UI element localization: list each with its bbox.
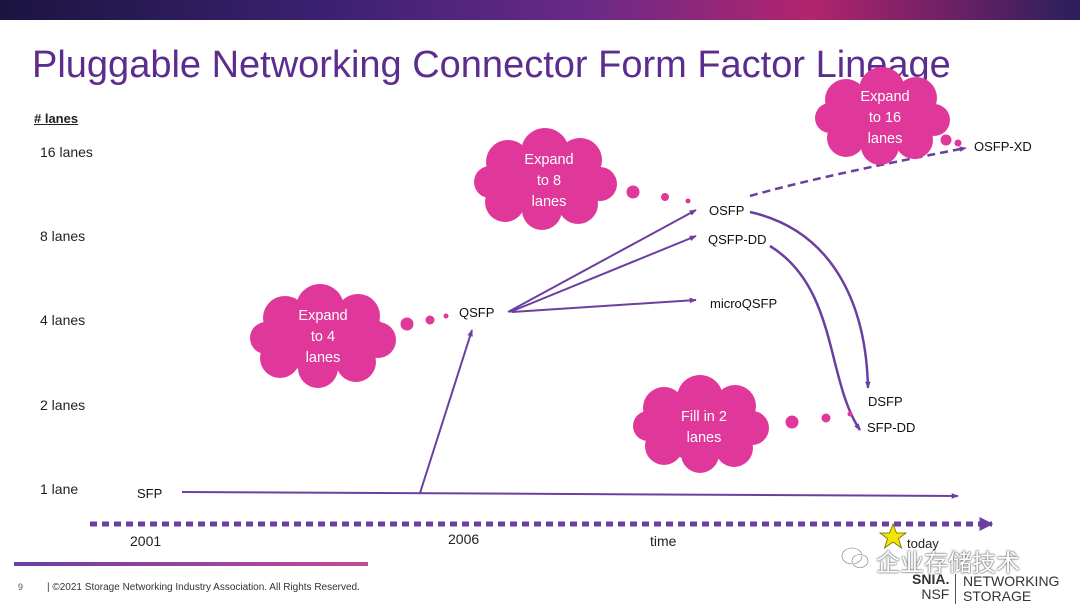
arrow-qsfp-to-microqsfp bbox=[511, 297, 697, 313]
page-number: 9 bbox=[18, 582, 24, 592]
wechat-icon bbox=[841, 547, 869, 569]
slide-title: Pluggable Networking Connector Form Fact… bbox=[32, 44, 951, 86]
lane-label-2: 2 lanes bbox=[40, 397, 86, 413]
arrow-sfp-to-qsfp bbox=[419, 329, 473, 494]
cloud-expand-to-4 bbox=[250, 284, 449, 388]
year-2006: 2006 bbox=[448, 531, 480, 547]
today-star-icon bbox=[878, 522, 908, 550]
header-banner bbox=[0, 0, 1080, 20]
lanes-axis-heading: # lanes bbox=[34, 111, 79, 126]
label-osfp: OSFP bbox=[709, 203, 745, 218]
label-qsfp-dd: QSFP-DD bbox=[708, 232, 767, 247]
label-sfp-dd: SFP-DD bbox=[867, 420, 916, 435]
arrow-qsfp-to-osfp bbox=[507, 209, 697, 313]
cloud-expand-to-8 bbox=[474, 128, 691, 230]
lane-label-4: 4 lanes bbox=[40, 312, 86, 328]
networking-storage-logo: NETWORKING STORAGE bbox=[963, 573, 1060, 604]
arrow-osfp-to-osfp-xd bbox=[749, 146, 967, 198]
lane-label-8: 8 lanes bbox=[40, 228, 86, 244]
footer-accent-line bbox=[14, 562, 368, 566]
time-label: time bbox=[650, 533, 677, 549]
year-2001: 2001 bbox=[130, 533, 162, 549]
label-osfp-xd: OSFP-XD bbox=[974, 139, 1032, 154]
today-label: today bbox=[907, 536, 939, 551]
arrow-qsfp-to-qsfp-dd bbox=[509, 235, 697, 313]
watermark-text: 企业存储技术 bbox=[876, 550, 1020, 577]
arrow-osfp-to-dsfp bbox=[749, 210, 871, 389]
label-sfp: SFP bbox=[137, 486, 163, 501]
cloud-fill-in-2 bbox=[633, 375, 853, 473]
label-qsfp: QSFP bbox=[459, 305, 495, 320]
lane-label-16: 16 lanes bbox=[40, 144, 93, 160]
lane-label-1: 1 lane bbox=[40, 481, 79, 497]
cloud-expand-to-16 bbox=[815, 67, 962, 165]
snia-logo: SNIA. NSF bbox=[912, 571, 950, 602]
logo-divider bbox=[955, 574, 956, 604]
copyright-text: | ©2021 Storage Networking Industry Asso… bbox=[47, 582, 360, 593]
label-microqsfp: microQSFP bbox=[710, 296, 778, 311]
arrow-qsfp-dd-to-sfp-dd bbox=[769, 244, 862, 431]
label-dsfp: DSFP bbox=[868, 394, 903, 409]
arrow-sfp-line bbox=[181, 491, 959, 499]
